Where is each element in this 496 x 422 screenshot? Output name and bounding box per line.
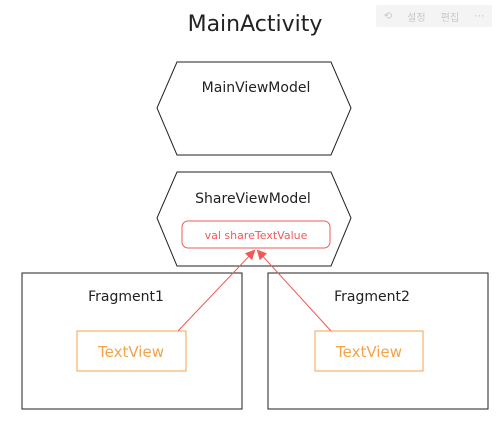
textview2-box (314, 330, 424, 372)
share-view-model-hexagon (156, 171, 352, 267)
diagram-title: MainActivity (188, 12, 323, 37)
fragment2-label: Fragment2 (334, 289, 410, 305)
fragment1-box (21, 272, 243, 410)
main-view-model-label: MainViewModel (202, 80, 311, 96)
fragment2-box (267, 272, 489, 410)
viewer-toolbar: ⟲ 설정 편집 ⋯ (376, 5, 492, 27)
toolbar-item-settings[interactable]: 설정 (407, 12, 426, 24)
main-view-model-hexagon (156, 61, 352, 156)
textview2-label: TextView (335, 343, 402, 361)
fragment1-label: Fragment1 (88, 289, 164, 305)
share-view-model-label: ShareViewModel (195, 191, 311, 207)
textview1-label: TextView (97, 343, 164, 361)
more-icon[interactable]: ⋯ (474, 10, 485, 22)
arrow-textview1-to-share-value (177, 249, 256, 332)
toolbar-item-edit[interactable]: 편집 (440, 12, 460, 24)
share-value-label: val shareTextValue (205, 229, 308, 242)
textview1-box (76, 330, 187, 372)
arrow-textview2-to-share-value (256, 249, 332, 332)
rotate-icon[interactable]: ⟲ (383, 10, 392, 22)
share-value-box (181, 220, 331, 249)
